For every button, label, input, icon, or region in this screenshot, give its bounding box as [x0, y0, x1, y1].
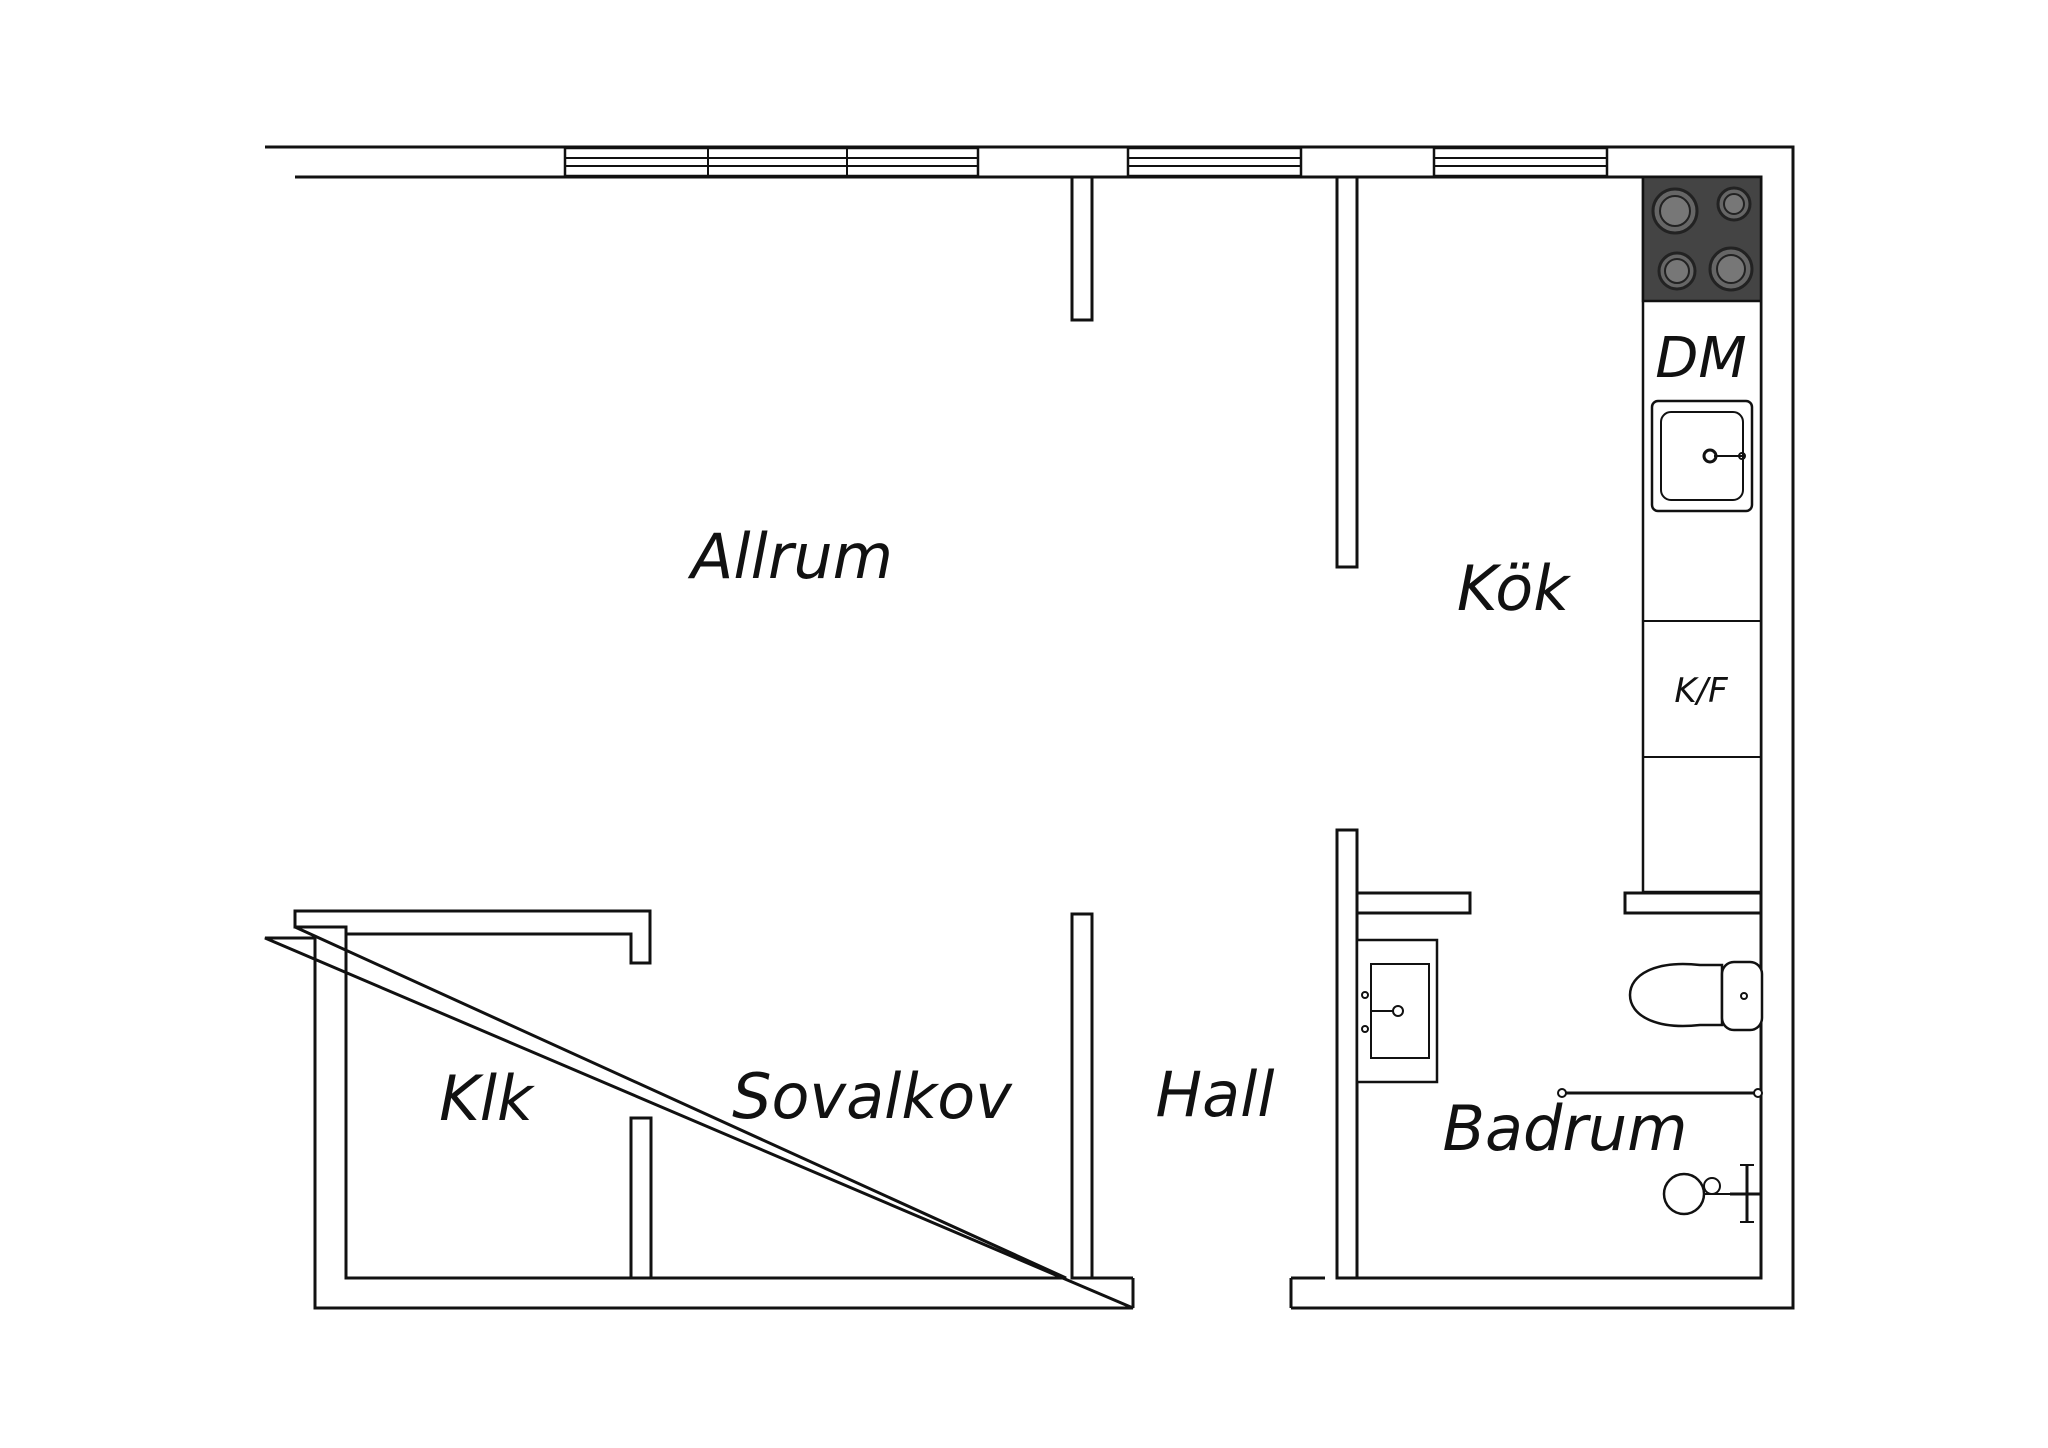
room-label-badrum: Badrum — [1442, 1092, 1687, 1165]
kitchen-counter — [1641, 175, 1763, 894]
toilet-icon — [1628, 960, 1764, 1032]
window-middle — [1126, 146, 1303, 178]
bathroom-fixtures — [1355, 938, 1764, 1223]
interior-walls — [293, 175, 1763, 1308]
stove-icon — [1641, 175, 1763, 303]
shower-head-icon — [1662, 1164, 1761, 1223]
washbasin-icon — [1355, 938, 1439, 1084]
room-label-hall: Hall — [1155, 1058, 1274, 1131]
shower-rail-icon — [1557, 1088, 1763, 1098]
windows — [563, 146, 1609, 178]
room-label-allrum: Allrum — [687, 520, 893, 593]
room-label-kok: Kök — [1457, 552, 1571, 625]
room-label-klk: Klk — [439, 1062, 535, 1135]
dishwasher-label: DM — [1655, 326, 1746, 391]
window-kitchen — [1432, 146, 1609, 178]
kitchen-sink-icon — [1650, 399, 1754, 513]
window-allrum — [563, 146, 980, 178]
room-label-sovalkov: Sovalkov — [732, 1060, 1013, 1133]
fridge-freezer-label: K/F — [1674, 671, 1728, 711]
